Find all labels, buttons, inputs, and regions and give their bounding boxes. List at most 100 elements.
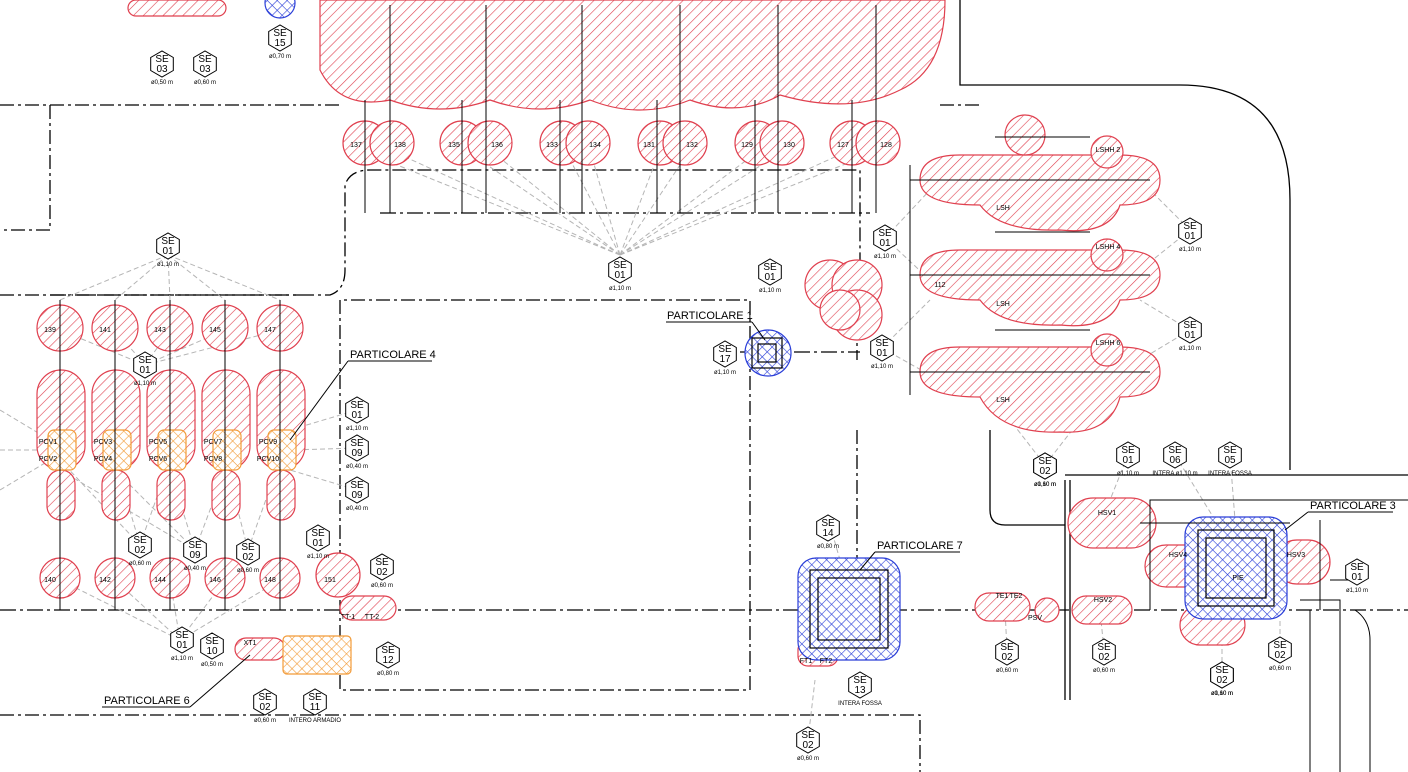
hex-symbol-note: ø1,10 m [1117,471,1139,477]
hex-symbol-note: ø1,10 m [1211,691,1233,697]
hex-symbol-note: ø0,60 m [1211,691,1233,697]
svg-text:147: 147 [264,327,276,334]
hex-symbol-note: ø0,60 m [1034,482,1056,488]
hex-symbol-number: 02 [1098,652,1110,663]
hex-outline [170,626,194,654]
svg-text:PSV: PSV [1028,615,1042,622]
hex-symbol-number: 01 [1184,330,1196,341]
valve-tags-left-lower: 140 142 144 146 148 [44,577,276,584]
hex-symbol-number: 01 [176,640,188,651]
hex-symbol-number: 03 [199,64,211,75]
hex-symbol-note: ø0,80 m [377,671,399,677]
detail-callout-particolare-4[interactable]: PARTICOLARE 4 [289,349,436,441]
hex-symbol-note: ø0,60 m [797,756,819,762]
hex-symbol-number: 15 [274,38,286,49]
svg-text:TT-1: TT-1 [341,614,355,621]
detail-callout-particolare-7[interactable]: PARTICOLARE 7 [859,540,963,571]
hex-symbol-code: SE [308,692,322,703]
hex-symbol-number: 02 [1216,675,1228,686]
hex-symbol-note: ø1,10 m [874,254,896,260]
svg-text:133: 133 [546,142,558,149]
hex-symbol-note: ø0,60 m [1269,666,1291,672]
hex-symbol-note: ø1,10 m [307,554,329,560]
hex-outline [1178,316,1202,344]
svg-text:LSHH 2: LSHH 2 [1096,147,1121,154]
hex-symbol-note: ø1,10 m [1346,588,1368,594]
hex-symbol-code: SE [1097,642,1111,653]
hex-symbol-note: INTERA FOSSA [1208,471,1252,477]
svg-text:138: 138 [394,142,406,149]
hex-symbol-code: SE [155,54,169,65]
hazard-zone-se17 [744,329,792,377]
hex-symbol-note: ø0,60 m [129,561,151,567]
hex-symbol-number: 02 [1274,650,1286,661]
hex-outline [200,632,224,660]
svg-text:PCV1: PCV1 [39,439,57,446]
svg-text:FT2: FT2 [820,658,833,665]
hex-symbol-note: ø1,10 m [871,364,893,370]
hex-symbol-number: 01 [1351,572,1363,583]
svg-text:XT1: XT1 [244,640,257,647]
hex-symbol-number: 06 [1169,455,1181,466]
detail-callout-particolare-3[interactable]: PARTICOLARE 3 [1284,500,1396,531]
detail-callout-particolare-6[interactable]: PARTICOLARE 6 [102,654,251,708]
svg-text:PCV9: PCV9 [259,439,277,446]
svg-text:HSV3: HSV3 [1287,552,1305,559]
hex-symbol-note: ø1,10 m [1034,482,1056,488]
svg-text:FT1: FT1 [800,658,813,665]
svg-text:TE1: TE1 [996,593,1009,600]
svg-text:135: 135 [448,142,460,149]
hex-outline [1178,217,1202,245]
hex-outline [816,514,840,542]
hex-symbol-code: SE [1038,456,1052,467]
hex-symbol-code: SE [821,518,835,529]
svg-text:140: 140 [44,577,56,584]
hex-symbol-note: ø0,60 m [371,583,393,589]
svg-text:127: 127 [837,142,849,149]
leader-lines [0,149,1281,741]
svg-text:134: 134 [589,142,601,149]
svg-text:137: 137 [350,142,362,149]
hex-symbol-note: ø0,40 m [346,464,368,470]
detail-callout-particolare-1[interactable]: PARTICOLARE 1 [666,310,766,341]
